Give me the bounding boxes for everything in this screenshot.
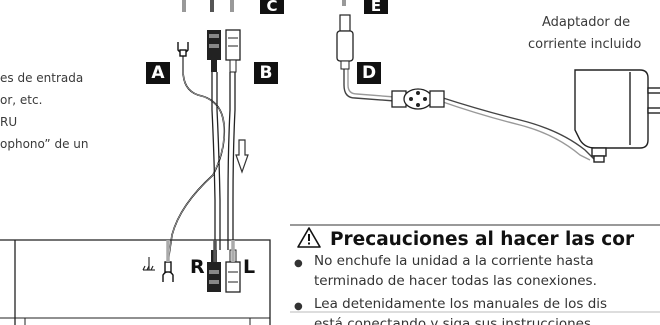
signal-arrow-icon (235, 139, 249, 174)
adapter-caption-line-2: corriente incluido (528, 37, 642, 52)
label-box-c: C (260, 0, 284, 14)
caution-bullet-1-line-2: terminado de hacer todas las conexiones. (314, 273, 597, 289)
device-panel (0, 239, 271, 325)
top-plug-stubs (182, 0, 346, 12)
ground-cable (167, 55, 226, 263)
dc-plug-icon (336, 14, 354, 70)
jack-label-l: L (243, 256, 256, 278)
ground-symbol-icon (142, 257, 155, 271)
spade-terminal-bottom-icon (162, 261, 174, 282)
rca-cables (211, 72, 236, 250)
label-box-a: A (146, 62, 170, 84)
caution-title: Precauciones al hacer las cor (330, 229, 635, 250)
label-box-b: B (254, 62, 278, 84)
caution-bullet-2-line-2: está conectando y siga sus instrucciones (314, 316, 592, 325)
caution-frame (290, 224, 660, 313)
warning-icon (297, 227, 321, 248)
label-box-d: D (357, 62, 381, 84)
side-text-line-4: ophono” de un (0, 137, 89, 151)
caution-bullet-2-line-1: Lea detenidamente los manuales de los di… (314, 296, 608, 312)
side-text-line-1: es de entrada (0, 71, 84, 85)
device-jack-stubs (166, 240, 235, 262)
rca-plugs-bottom-icon (207, 249, 241, 293)
rca-plugs-top-icon (207, 29, 241, 73)
jack-label-r: R (190, 256, 205, 278)
caution-bullet-1-line-1: No enchufe la unidad a la corriente hast… (314, 253, 594, 269)
label-box-e: E (364, 0, 388, 14)
side-text-line-3: RU (0, 115, 18, 129)
ferrite-core-icon (391, 88, 445, 110)
spade-terminal-top-icon (177, 42, 189, 57)
caution-bullet-1-dot: ● (294, 258, 303, 269)
side-text-line-2: or, etc. (0, 93, 43, 107)
dc-power-cable (343, 68, 596, 161)
adapter-caption-line-1: Adaptador de (542, 15, 631, 30)
ac-adapter-icon (574, 69, 660, 163)
caution-bullet-2-dot: ● (294, 301, 303, 312)
